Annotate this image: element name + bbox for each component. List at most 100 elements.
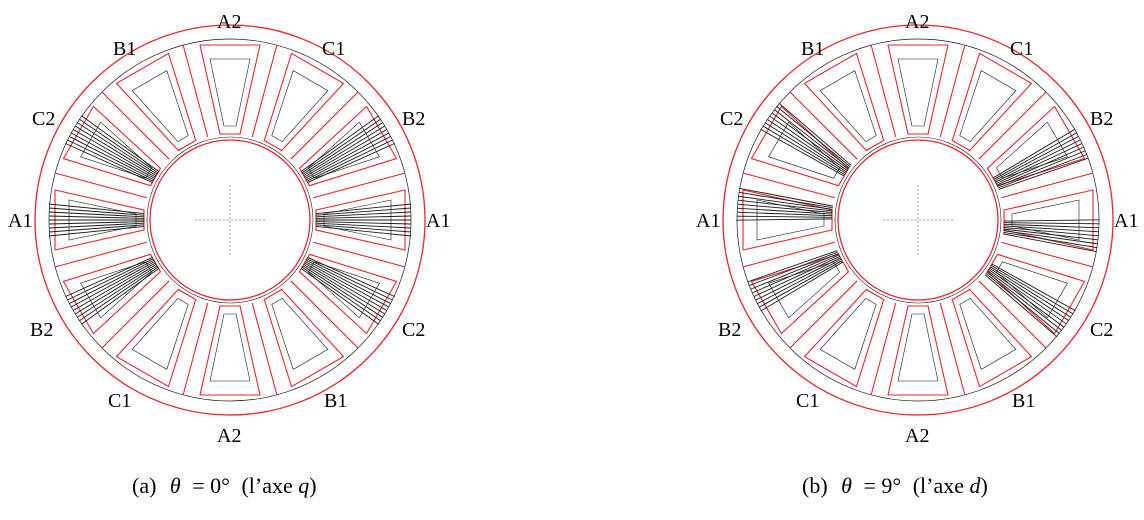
stator-slot-b: [803, 52, 885, 152]
flux-line-a: [306, 139, 393, 182]
phase-label-mid-right-up-a: B2: [402, 108, 425, 130]
flux-line-a: [302, 122, 383, 175]
phase-label-upper-right-b: C1: [1010, 38, 1033, 60]
flux-line-b: [753, 255, 841, 297]
flux-contour-b: [756, 199, 825, 241]
flux-line-a: [48, 222, 145, 229]
flux-line-a: [67, 139, 154, 182]
flux-line-a: [48, 215, 145, 219]
flux-line-a: [315, 221, 412, 225]
flux-line-b: [774, 109, 850, 169]
caption-a-paren-open: (l’axe: [241, 473, 298, 498]
stator-tooth-line-a: [55, 241, 148, 268]
phase-label-upper-right-a: C1: [322, 38, 345, 60]
flux-contour-a: [131, 70, 189, 142]
flux-contour-b: [996, 261, 1068, 319]
flux-line-a: [48, 207, 145, 216]
stator-tooth-line-a: [182, 302, 209, 395]
flux-line-a: [315, 222, 412, 229]
flux-line-b: [738, 187, 833, 207]
stator-tooth-line-b: [939, 302, 966, 395]
stator-slot-b: [750, 105, 850, 187]
phase-label-mid-right-down-b: C2: [1090, 319, 1113, 341]
flux-line-b: [1003, 225, 1099, 233]
flux-line-b: [1003, 231, 1098, 249]
caption-b: (b) θ = 9° (l’axe d): [802, 473, 988, 498]
stator-tooth-line-b: [743, 172, 836, 199]
flux-line-b: [760, 261, 843, 312]
flux-line-b: [987, 270, 1065, 328]
flux-line-b: [993, 128, 1076, 179]
flux-line-a: [48, 225, 145, 237]
phase-label-top-a: A2: [217, 11, 241, 33]
flux-line-b: [771, 112, 849, 170]
stator-slot-b: [1003, 189, 1094, 251]
flux-contour-b: [768, 121, 840, 179]
flux-line-a: [73, 262, 156, 311]
stator-tooth-line-b: [743, 241, 836, 268]
flux-line-b: [991, 263, 1076, 312]
phase-label-bottom-b: A2: [905, 425, 929, 447]
flux-line-a: [73, 129, 156, 178]
caption-a-eq: = 0°: [192, 473, 230, 498]
flux-contour-a: [209, 58, 251, 127]
motor-cross-section-a: [34, 24, 426, 416]
flux-line-a: [78, 266, 159, 322]
phase-label-lower-left-b: C1: [796, 390, 819, 412]
flux-line-b: [1003, 223, 1100, 229]
phase-label-upper-left-b: B1: [801, 38, 824, 60]
stator-slot-b: [986, 105, 1086, 187]
stator-outer-circle-b: [722, 24, 1114, 416]
phase-label-lower-right-b: B1: [1012, 390, 1035, 412]
caption-b-eq: = 9°: [863, 473, 901, 498]
flux-line-a: [315, 211, 412, 218]
airgap-circle-b: [834, 136, 1002, 304]
stator-tooth-line-b: [978, 91, 1047, 160]
stator-tooth-line-b: [870, 45, 897, 138]
stator-slot-b: [887, 44, 949, 135]
flux-line-b: [1003, 233, 1098, 253]
phase-label-bottom-a: A2: [217, 425, 241, 447]
caption-b-prefix: (b): [802, 473, 828, 498]
flux-line-b: [995, 139, 1081, 183]
flux-line-a: [80, 115, 159, 172]
flux-line-a: [301, 115, 380, 172]
flux-contour-b: [959, 70, 1017, 142]
caption-a-theta: θ: [170, 473, 181, 498]
stator-tooth-line-a: [290, 280, 359, 349]
phase-label-mid-right-up-b: B2: [1090, 108, 1113, 130]
flux-line-b: [776, 106, 851, 168]
flux-line-a: [65, 257, 153, 298]
flux-line-a: [315, 224, 412, 233]
flux-line-a: [48, 203, 145, 215]
stator-slot-a: [263, 52, 345, 152]
stator-slot-b: [742, 189, 833, 251]
flux-line-b: [986, 271, 1062, 331]
flux-line-b: [760, 128, 845, 177]
flux-line-a: [315, 207, 412, 216]
stator-tooth-line-b: [870, 302, 897, 395]
flux-line-b: [1003, 227, 1099, 237]
flux-line-b: [736, 215, 832, 218]
flux-line-b: [748, 251, 839, 287]
flux-line-b: [996, 146, 1084, 186]
flux-line-b: [984, 274, 1058, 338]
stator-outer-circle-a: [34, 24, 426, 416]
stator-tooth-line-a: [312, 241, 405, 268]
flux-line-b: [737, 207, 833, 215]
flux-line-a: [305, 259, 391, 304]
flux-line-a: [315, 215, 412, 219]
flux-contour-b: [897, 313, 939, 382]
stator-slot-b: [887, 305, 949, 396]
rotor-circle-b: [837, 139, 999, 301]
flux-line-a: [77, 265, 158, 318]
flux-line-a: [69, 259, 155, 304]
flux-line-b: [998, 157, 1089, 190]
flux-line-a: [77, 122, 158, 175]
stator-slot-a: [115, 288, 197, 388]
phase-label-right-a: A1: [426, 210, 450, 232]
flux-line-b: [985, 272, 1060, 334]
flux-contour-a: [209, 313, 251, 382]
motor-cross-section-b: [722, 24, 1114, 416]
flux-line-b: [736, 211, 833, 217]
